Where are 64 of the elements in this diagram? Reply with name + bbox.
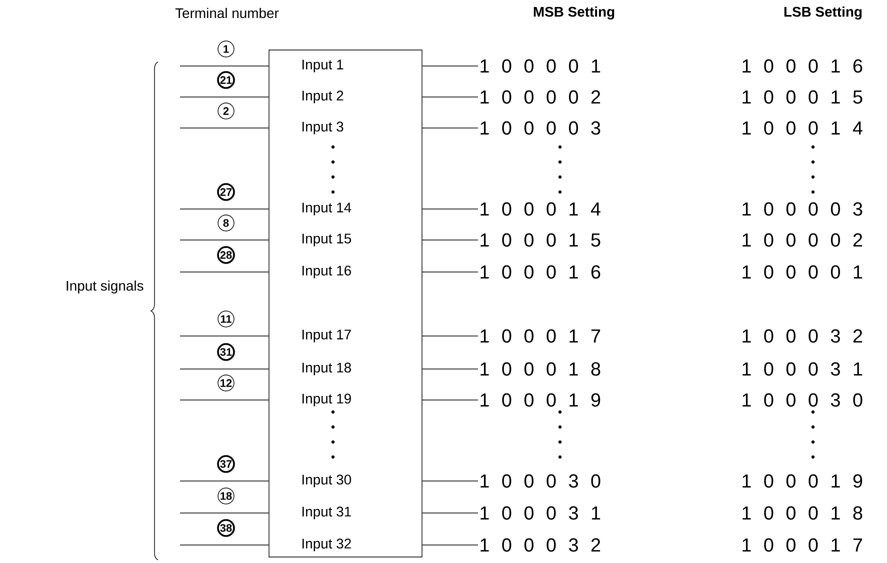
address-value: 1 0 0 0 1 4 <box>480 202 600 216</box>
signal-line <box>422 480 478 482</box>
input-label: Input 18 <box>302 362 351 376</box>
address-value: 1 0 0 0 1 9 <box>480 393 600 407</box>
address-value: 1 0 0 0 0 2 <box>742 233 862 247</box>
input-label: Input 30 <box>302 474 352 488</box>
signal-line <box>180 480 269 482</box>
signal-line <box>422 208 478 210</box>
terminal-number: 21 <box>217 71 235 89</box>
address-value: 1 0 0 0 1 6 <box>480 265 600 279</box>
address-value: 1 0 0 0 3 2 <box>742 329 862 343</box>
address-value: 1 0 0 0 3 2 <box>480 538 600 552</box>
signal-line <box>180 512 269 514</box>
terminal-number: 27 <box>217 183 235 201</box>
terminal-number: 11 <box>218 310 234 328</box>
address-value: 1 0 0 0 0 2 <box>480 90 600 104</box>
signal-line <box>422 368 478 370</box>
column-heading: LSB Setting <box>784 6 862 20</box>
signal-line <box>422 512 478 514</box>
address-value: 1 0 0 0 1 5 <box>480 233 600 247</box>
input-label: Input 1 <box>302 60 344 72</box>
column-heading: MSB Setting <box>534 6 614 20</box>
input-label: Input 14 <box>302 202 352 216</box>
signal-line <box>422 96 478 98</box>
terminal-number: 31 <box>217 343 235 361</box>
address-value: 1 0 0 0 0 1 <box>480 59 600 73</box>
input-label: Input 32 <box>302 538 351 552</box>
terminal-number: 37 <box>217 455 235 473</box>
address-value: 1 0 0 0 1 5 <box>742 90 862 104</box>
terminal-number: 1 <box>218 40 234 58</box>
address-value: 1 0 0 0 0 3 <box>742 202 862 216</box>
address-value: 1 0 0 0 1 7 <box>742 538 862 552</box>
signal-line <box>180 96 269 98</box>
address-value: 1 0 0 0 1 7 <box>480 329 600 343</box>
terminal-number: 12 <box>218 374 234 392</box>
column-heading: Terminal number <box>175 8 279 18</box>
terminal-number: 28 <box>217 246 235 264</box>
input-label: Input 2 <box>302 90 344 104</box>
input-label: Input 16 <box>302 266 351 278</box>
address-value: 1 0 0 0 1 8 <box>480 362 600 376</box>
input-label: Input 17 <box>302 330 351 342</box>
address-value: 1 0 0 0 1 9 <box>742 474 862 488</box>
address-value: 1 0 0 0 0 1 <box>742 265 862 279</box>
terminal-number: 38 <box>217 519 235 537</box>
address-value: 1 0 0 0 1 6 <box>742 59 862 73</box>
address-value: 1 0 0 0 1 8 <box>742 506 862 520</box>
input-label: Input 31 <box>302 506 351 520</box>
address-value: 1 0 0 0 3 1 <box>742 362 862 376</box>
signal-line <box>180 544 269 546</box>
signal-line <box>180 368 269 370</box>
input-label: Input 3 <box>302 122 344 134</box>
terminal-number: 18 <box>218 488 234 504</box>
signal-line <box>180 208 269 210</box>
address-value: 1 0 0 0 0 3 <box>480 121 600 135</box>
address-value: 1 0 0 0 1 4 <box>742 121 862 135</box>
address-value: 1 0 0 0 3 1 <box>480 506 600 520</box>
signal-line <box>422 544 478 546</box>
terminal-number: 2 <box>218 102 234 120</box>
address-value: 1 0 0 0 3 0 <box>742 393 862 407</box>
side-label: Input signals <box>66 280 144 294</box>
input-label: Input 19 <box>302 394 351 406</box>
address-value: 1 0 0 0 3 0 <box>480 474 600 488</box>
terminal-number: 8 <box>218 214 234 232</box>
input-label: Input 15 <box>302 234 352 246</box>
